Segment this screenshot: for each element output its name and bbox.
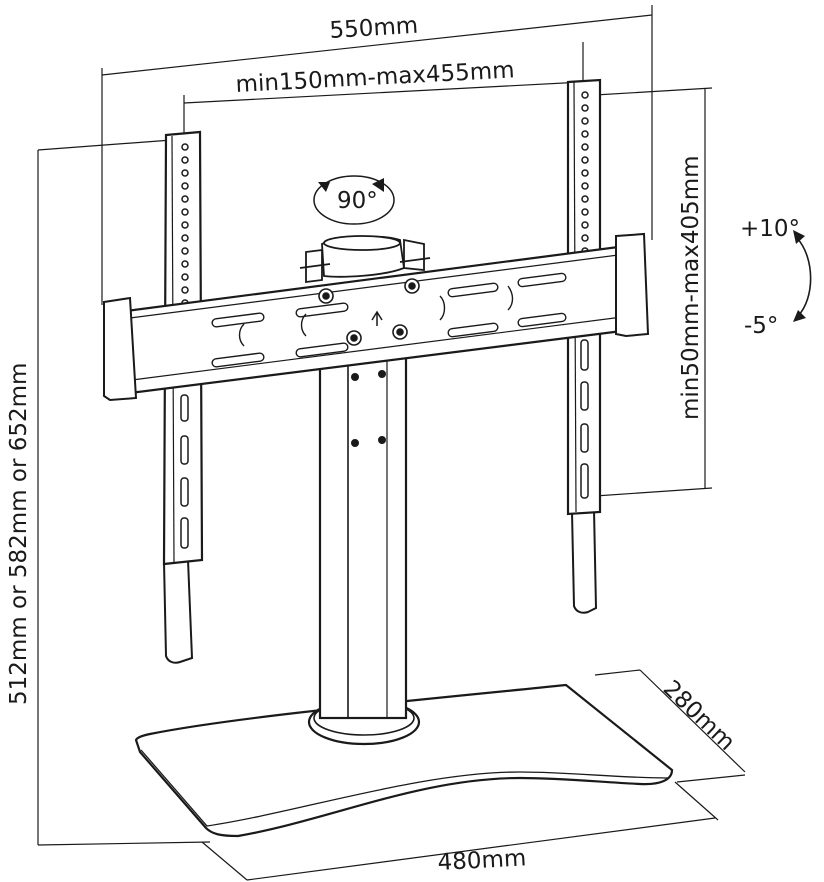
swivel-indicator: 90° xyxy=(313,175,395,225)
right-vesa-arm xyxy=(566,78,602,614)
swivel-arrow-icon xyxy=(372,178,384,192)
vesa-vertical-label: min50mm-max405mm xyxy=(678,155,704,420)
tilt-indicator: +10° -5° xyxy=(740,216,812,339)
overall-width-label: 550mm xyxy=(329,13,419,44)
vesa-horizontal-label: min150mm-max455mm xyxy=(235,57,515,98)
swivel-bracket xyxy=(299,235,431,284)
left-vesa-arm xyxy=(162,130,204,664)
swivel-arrow-icon xyxy=(318,182,330,192)
tilt-down-arrow-icon xyxy=(793,310,806,322)
dimension-lines xyxy=(37,5,746,881)
tilt-up-arrow-icon xyxy=(793,230,805,244)
tilt-up-label: +10° xyxy=(740,216,800,242)
swivel-ellipse xyxy=(313,175,395,225)
swivel-label: 90° xyxy=(337,188,378,214)
stand-base xyxy=(134,683,674,838)
cross-bar xyxy=(103,232,650,402)
stand-column xyxy=(307,350,421,746)
tilt-arc xyxy=(796,237,812,317)
height-label: 512mm or 582mm or 652mm xyxy=(6,363,32,705)
tilt-down-label: -5° xyxy=(744,313,778,339)
base-width-label: 480mm xyxy=(437,845,527,876)
base-depth-label: 280mm xyxy=(658,676,740,756)
